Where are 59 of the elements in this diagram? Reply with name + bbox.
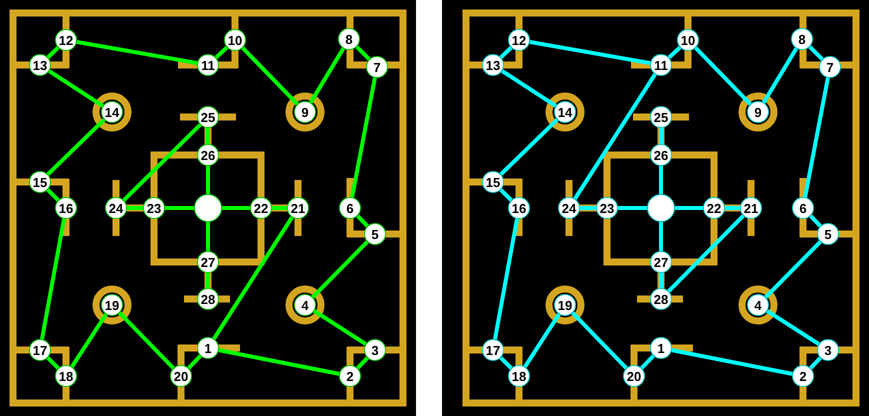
connector-line <box>493 218 519 340</box>
connector-line <box>725 206 740 210</box>
connector-line <box>214 46 228 59</box>
connector-line <box>573 73 657 200</box>
connector-line <box>809 356 822 370</box>
connector-line <box>212 216 294 340</box>
connector-line <box>501 69 557 108</box>
connector-line <box>187 354 202 370</box>
connector-line <box>675 206 703 210</box>
connector-line <box>46 356 60 370</box>
connector-line <box>206 273 210 288</box>
connector-line <box>523 313 561 368</box>
connector-line <box>127 206 143 210</box>
connector-line <box>313 309 367 346</box>
connector-line <box>356 356 369 370</box>
connector-line <box>70 313 108 368</box>
connector-line <box>668 46 682 59</box>
connector-line <box>499 188 513 202</box>
connector-line <box>118 312 175 370</box>
connector-line <box>659 273 663 288</box>
connector-line <box>76 40 198 66</box>
connector-line <box>659 128 663 144</box>
connector-line <box>659 222 663 251</box>
connector-line <box>694 46 752 106</box>
connector-line <box>46 188 60 202</box>
connector-line <box>580 206 596 210</box>
connector-line <box>165 206 194 210</box>
connector-line <box>803 77 830 198</box>
connector-line <box>311 240 369 299</box>
connector-line <box>667 214 745 293</box>
connector-line <box>618 206 647 210</box>
connector-line <box>48 69 104 108</box>
connector-line <box>766 309 820 346</box>
connector-line <box>308 47 346 104</box>
connector-line <box>529 40 651 66</box>
connector-line <box>350 77 377 198</box>
connector-line <box>218 348 340 376</box>
connector-line <box>206 222 210 251</box>
connector-line <box>809 214 822 228</box>
connector-line <box>571 312 628 370</box>
connector-line <box>500 118 558 176</box>
connector-line <box>640 354 655 370</box>
connector-line <box>356 214 369 228</box>
connector-line <box>206 166 210 194</box>
connector-line <box>46 118 106 176</box>
connector-line <box>762 47 798 104</box>
connector-line <box>222 206 250 210</box>
connector-line <box>272 206 287 210</box>
connector-line <box>122 123 202 202</box>
connector-line <box>40 218 66 340</box>
connector-line <box>500 46 512 59</box>
connector-line <box>355 45 371 61</box>
connector-line <box>671 348 793 376</box>
connector-line <box>46 46 60 59</box>
connector-line <box>808 45 824 61</box>
connector-line <box>206 128 210 144</box>
connector-line <box>659 166 663 194</box>
connector-line <box>764 240 822 299</box>
connector-line <box>499 356 513 370</box>
